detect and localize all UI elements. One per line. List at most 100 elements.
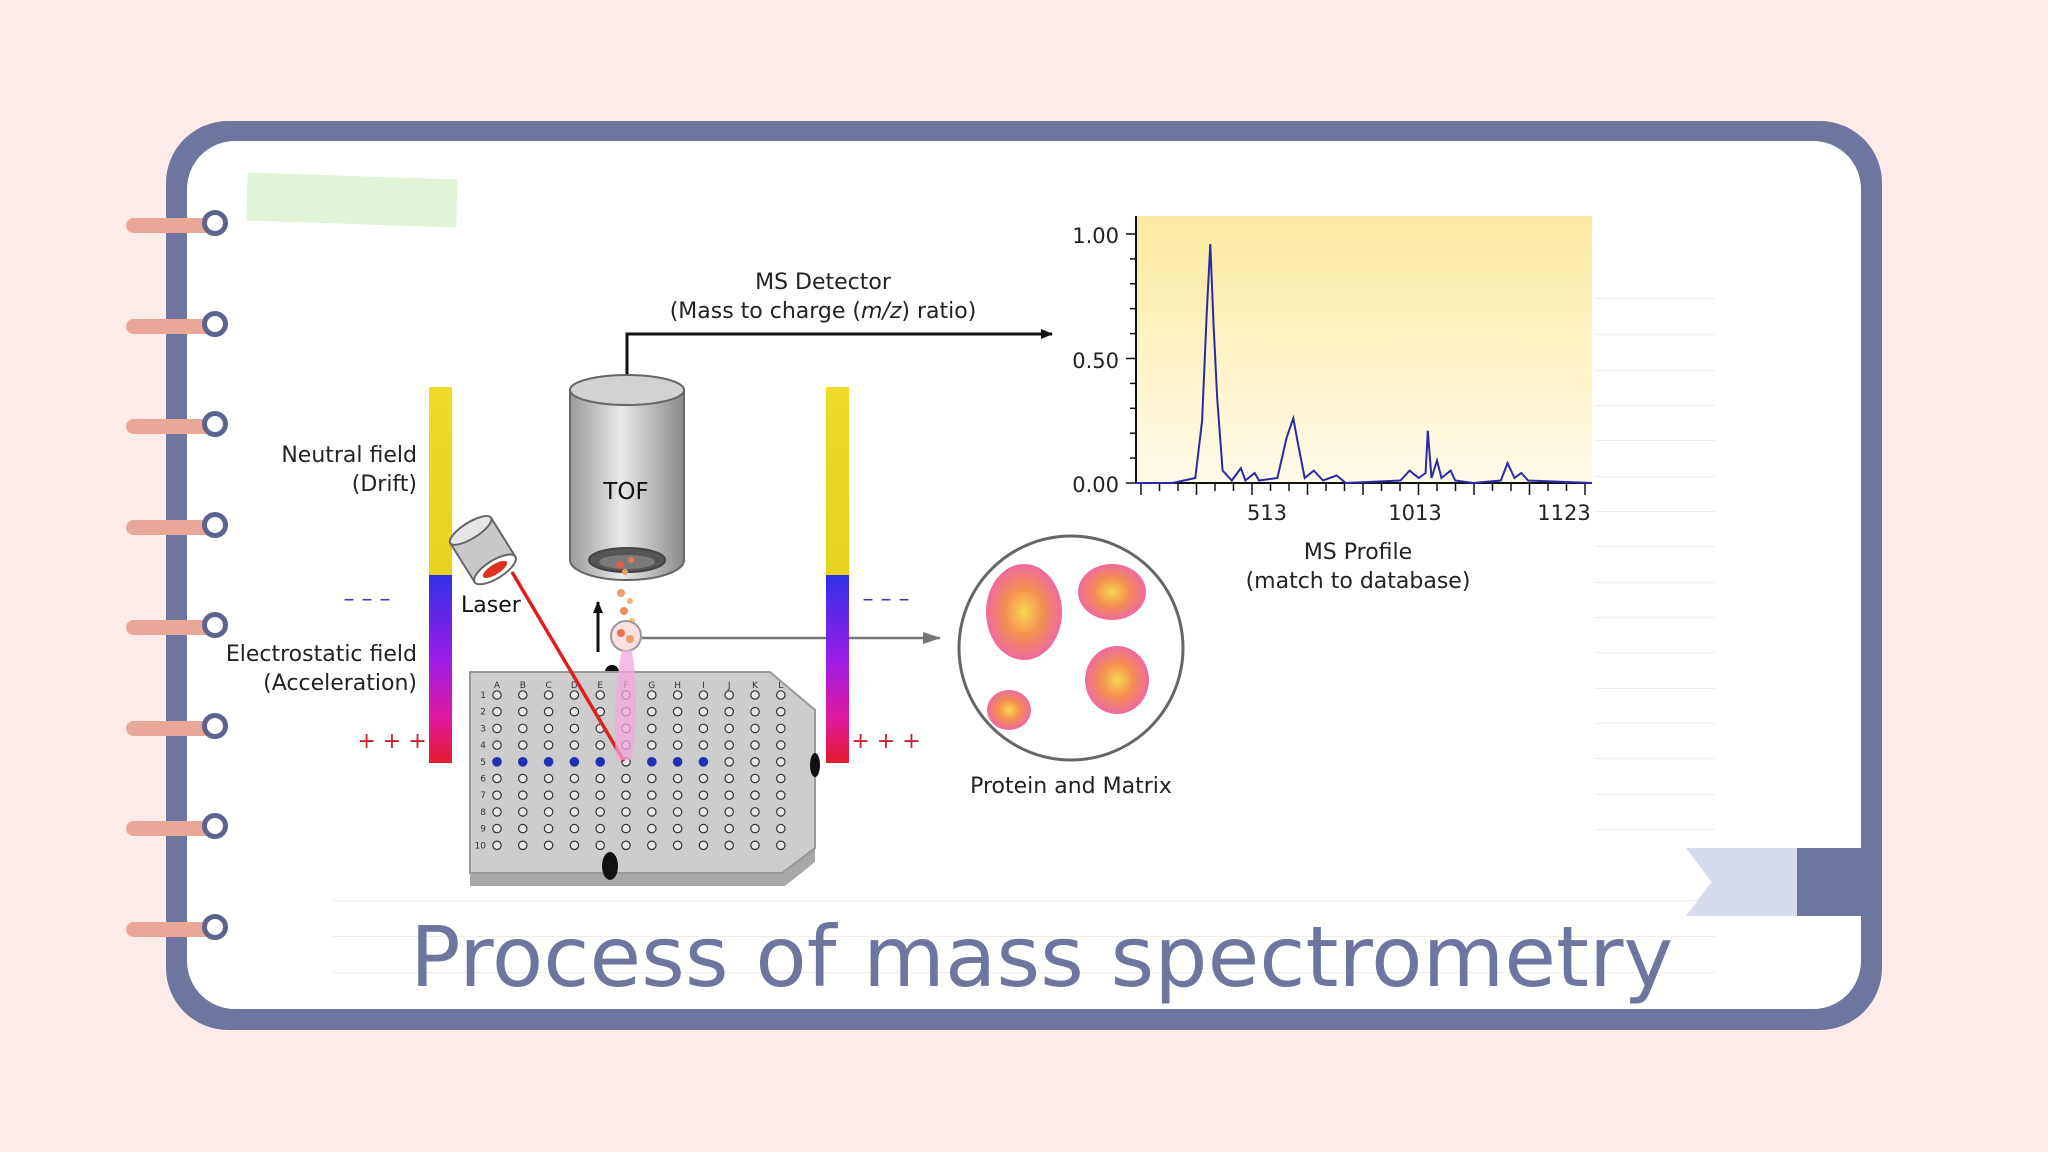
neutral-field-sub: (Drift) bbox=[352, 472, 417, 497]
plate-well bbox=[621, 823, 631, 834]
x-tick-label: 1123 bbox=[1537, 501, 1590, 525]
plate-well bbox=[543, 723, 554, 734]
plus-signs-left: + + + bbox=[357, 729, 426, 754]
plate-well bbox=[569, 740, 580, 750]
plus-signs-right: + + + bbox=[851, 729, 920, 754]
plate-well bbox=[492, 840, 502, 851]
protein-matrix-circle bbox=[957, 534, 1185, 762]
plate-well bbox=[775, 690, 786, 700]
electrostatic-field-label: Electrostatic field bbox=[226, 642, 417, 667]
plate-well bbox=[646, 690, 657, 700]
plate-well bbox=[698, 706, 709, 717]
tof-cylinder bbox=[569, 374, 685, 581]
plate-well bbox=[543, 706, 554, 717]
plate-well bbox=[750, 773, 760, 784]
ruled-line bbox=[1595, 652, 1715, 653]
plate-well bbox=[595, 823, 605, 834]
plate-well bbox=[492, 756, 502, 767]
ruled-line bbox=[1595, 370, 1715, 371]
left-field-bar bbox=[429, 387, 452, 763]
plate-well bbox=[492, 740, 502, 750]
plate-well bbox=[517, 823, 528, 834]
plate-column-label: B bbox=[520, 681, 526, 691]
plate-column-label: G bbox=[648, 681, 655, 691]
plate-well bbox=[724, 790, 734, 800]
ruled-line bbox=[1595, 440, 1715, 441]
plate-column-label: J bbox=[727, 681, 731, 691]
plate-row-label: 4 bbox=[480, 741, 486, 751]
plate-well bbox=[646, 756, 657, 767]
plate-well bbox=[698, 823, 709, 834]
plate-well bbox=[724, 706, 734, 717]
plate-well bbox=[750, 740, 760, 750]
plate-well bbox=[672, 723, 683, 734]
plate-well bbox=[543, 823, 554, 834]
plate-well bbox=[595, 790, 605, 800]
laser-beam bbox=[510, 571, 626, 762]
ruled-line bbox=[1595, 546, 1715, 547]
plate-column-label: E bbox=[597, 681, 603, 691]
plate-well bbox=[543, 690, 554, 700]
plate-well bbox=[672, 706, 683, 717]
plate-row-label: 7 bbox=[480, 791, 486, 801]
bookmark-tab-dark bbox=[1797, 848, 1861, 916]
plate-well bbox=[595, 740, 605, 750]
plate-well bbox=[492, 706, 502, 717]
plate-well bbox=[672, 807, 683, 817]
plate-well bbox=[750, 840, 760, 851]
plate-row-label: 10 bbox=[475, 841, 487, 851]
plate-well bbox=[517, 773, 528, 784]
plate-well bbox=[672, 773, 683, 784]
plate-well bbox=[646, 840, 657, 851]
plate-well bbox=[775, 790, 786, 800]
plate-well bbox=[775, 807, 786, 817]
plate-column-label: L bbox=[778, 681, 783, 691]
slide-title: Process of mass spectrometry bbox=[410, 908, 1674, 1006]
plate-well bbox=[750, 756, 760, 767]
plate-well bbox=[646, 740, 657, 750]
ruled-line bbox=[1595, 298, 1715, 299]
plate-well bbox=[621, 773, 631, 784]
plate-well bbox=[724, 690, 734, 700]
plate-well bbox=[569, 690, 580, 700]
detector-label: MS Detector bbox=[755, 270, 892, 295]
x-tick-label: 1013 bbox=[1388, 501, 1441, 525]
plate-well bbox=[543, 840, 554, 851]
laser-device bbox=[448, 514, 517, 586]
ruled-line bbox=[333, 900, 1715, 901]
plate-well bbox=[724, 773, 734, 784]
plate-well bbox=[672, 756, 683, 767]
plate-column-label: H bbox=[674, 681, 681, 691]
plate-well bbox=[698, 773, 709, 784]
plate-well bbox=[569, 756, 580, 767]
chart-caption-sub: (match to database) bbox=[1246, 569, 1471, 594]
plate-well bbox=[569, 807, 580, 817]
plate-well bbox=[775, 706, 786, 717]
plate-row-label: 2 bbox=[480, 708, 486, 718]
plate-well bbox=[698, 723, 709, 734]
plate-well bbox=[492, 723, 502, 734]
ruled-line bbox=[1595, 334, 1715, 335]
plate-well bbox=[750, 723, 760, 734]
right-field-bar bbox=[826, 387, 849, 763]
ruled-line bbox=[1595, 794, 1715, 795]
plate-column-label: I bbox=[702, 681, 705, 691]
plate-well bbox=[775, 840, 786, 851]
plate-well bbox=[517, 840, 528, 851]
plate-well bbox=[517, 807, 528, 817]
plate-well bbox=[646, 706, 657, 717]
plate-well bbox=[775, 773, 786, 784]
plate-well bbox=[646, 773, 657, 784]
y-tick-label: 1.00 bbox=[1072, 224, 1119, 248]
protein-label: Protein and Matrix bbox=[970, 774, 1172, 799]
plate-well bbox=[569, 723, 580, 734]
plate-well bbox=[672, 690, 683, 700]
ruled-line bbox=[1595, 688, 1715, 689]
plate-well bbox=[517, 756, 528, 767]
plate-well bbox=[750, 690, 760, 700]
tof-label: TOF bbox=[602, 479, 648, 505]
plate-well bbox=[775, 756, 786, 767]
spectrum-line bbox=[1136, 243, 1593, 485]
